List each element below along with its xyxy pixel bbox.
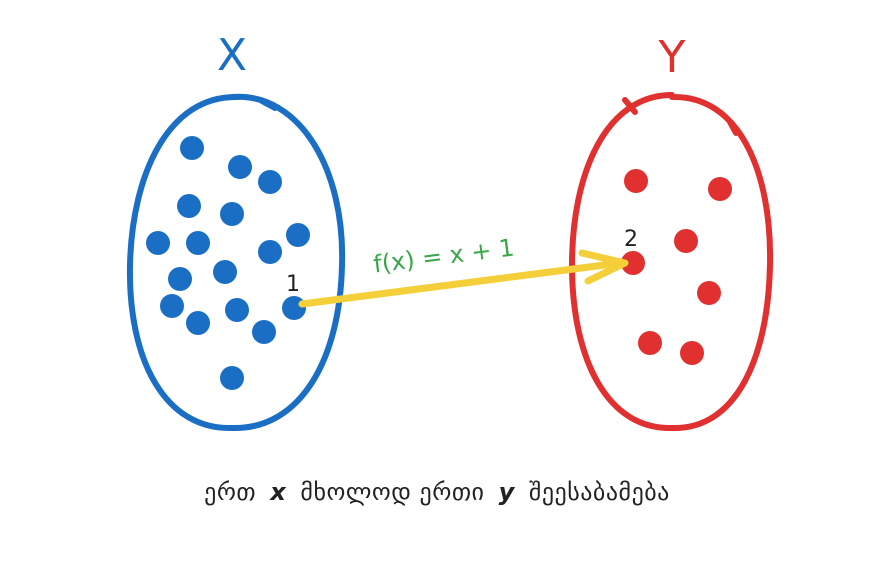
- set-x-points: [146, 136, 310, 390]
- set-x-point: [186, 231, 210, 255]
- caption-var-x: x: [270, 478, 287, 506]
- set-x-ellipse: [126, 93, 346, 432]
- set-x-point: [228, 155, 252, 179]
- set-x-point: [146, 231, 170, 255]
- caption-part-3: შეესაბამება: [528, 478, 670, 506]
- function-label: f(x) = x + 1: [372, 233, 516, 278]
- set-x-point: [177, 194, 201, 218]
- caption-part-1: ერთ: [204, 478, 257, 506]
- set-x-point: [186, 311, 210, 335]
- set-x-point: [213, 260, 237, 284]
- set-x-point-1: [282, 296, 306, 320]
- set-y-label: Y: [658, 32, 686, 83]
- mapping-arrow: [298, 249, 629, 308]
- set-y-point: [674, 229, 698, 253]
- set-y-point: [624, 169, 648, 193]
- set-x-point: [258, 240, 282, 264]
- set-y-point: [697, 281, 721, 305]
- set-y-points: [621, 169, 732, 365]
- caption-part-2: მხოლოდ ერთი: [300, 478, 485, 506]
- set-y-point: [708, 177, 732, 201]
- set-x-point: [160, 294, 184, 318]
- point-label-1: 1: [286, 272, 300, 297]
- set-x-point: [258, 170, 282, 194]
- caption: ერთ x მხოლოდ ერთი y შეესაბამება: [0, 478, 874, 506]
- set-x-point: [225, 298, 249, 322]
- set-x-point: [168, 267, 192, 291]
- set-x-point: [286, 223, 310, 247]
- set-x-point: [180, 136, 204, 160]
- point-label-2: 2: [624, 227, 638, 252]
- set-x-label: X: [217, 30, 247, 81]
- set-y-point: [638, 331, 662, 355]
- set-x-point: [220, 366, 244, 390]
- set-y-point: [680, 341, 704, 365]
- set-y-point-2: [621, 251, 645, 275]
- caption-var-y: y: [498, 478, 515, 506]
- set-x-point: [252, 320, 276, 344]
- set-x-point: [220, 202, 244, 226]
- set-y-ellipse: [568, 92, 774, 432]
